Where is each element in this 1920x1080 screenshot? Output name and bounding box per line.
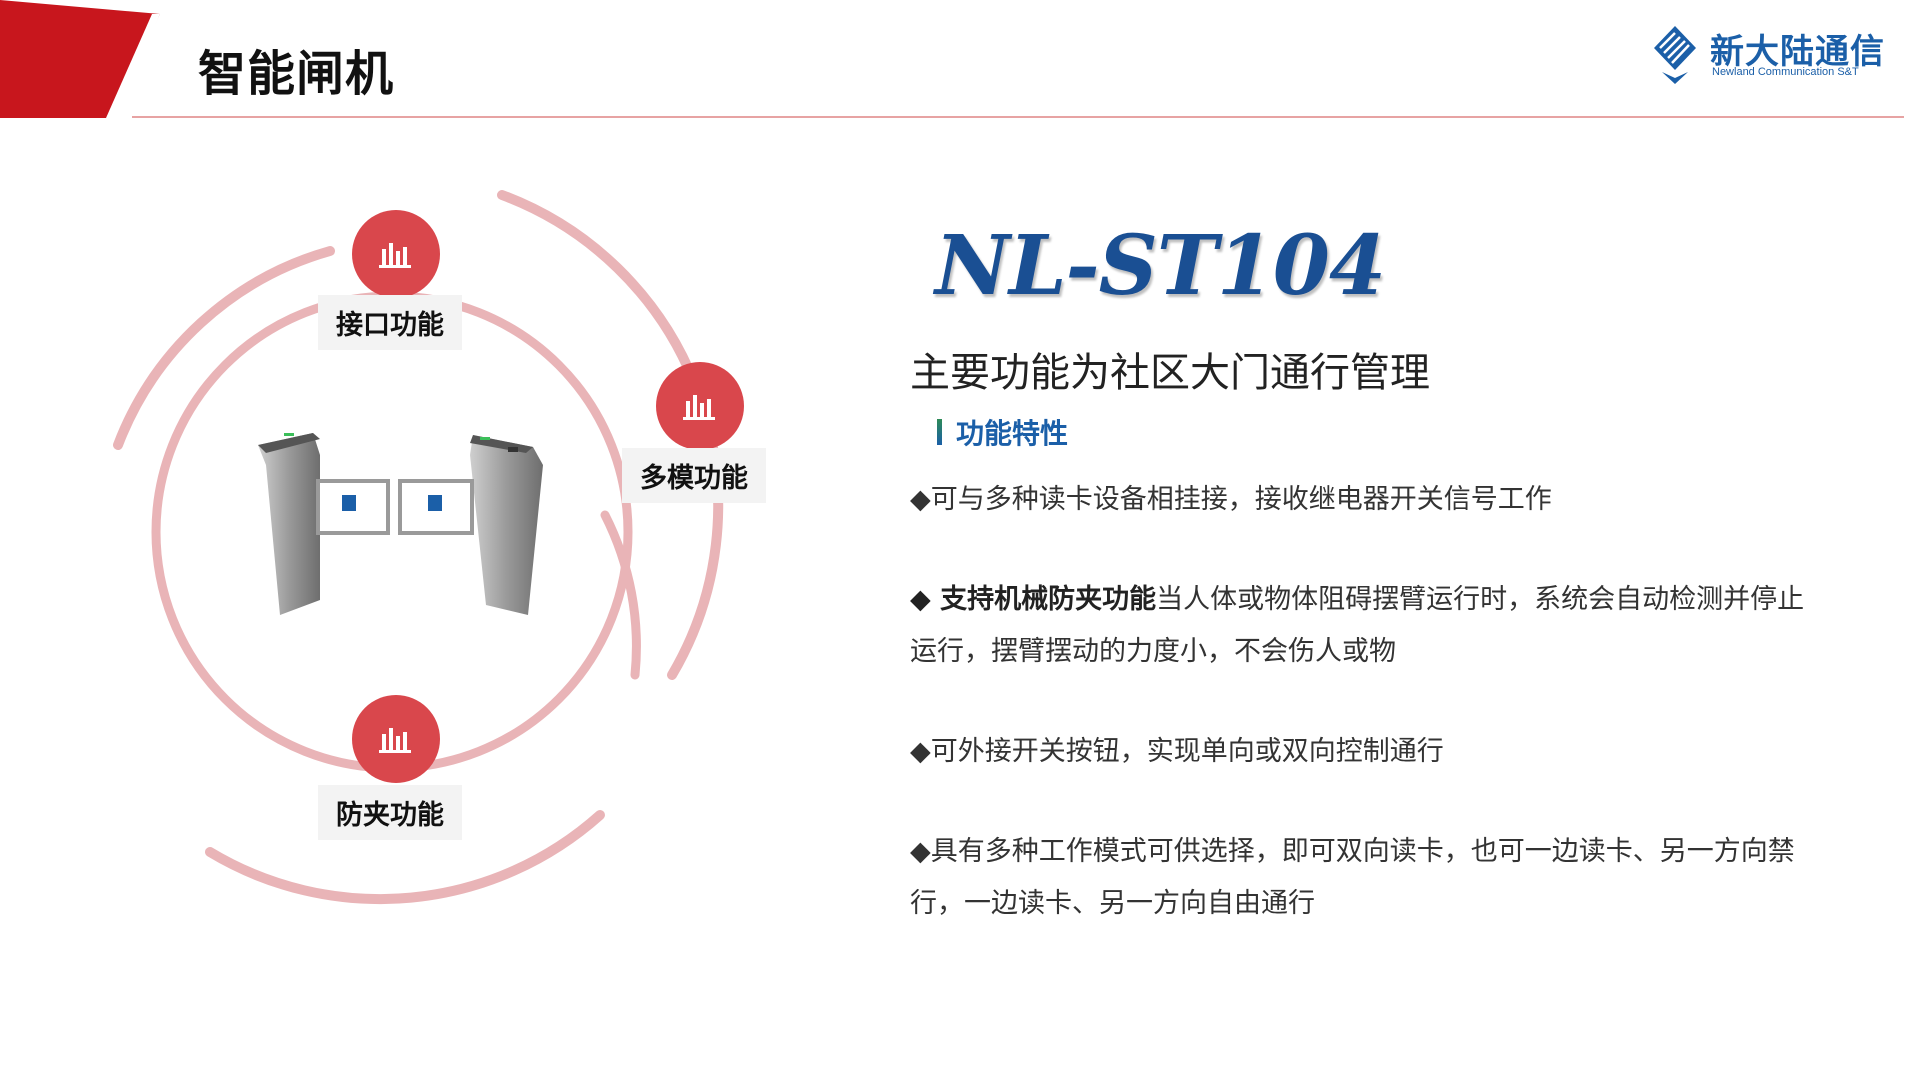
feature-item: ◆可与多种读卡设备相挂接，接收继电器开关信号工作 bbox=[910, 474, 1830, 526]
logo-name: 新大陆通信 bbox=[1710, 32, 1885, 72]
section-tag: 功能特性 bbox=[937, 412, 1068, 452]
node-label-anti-pinch: 防夹功能 bbox=[318, 785, 462, 840]
anti-pinch-feature-icon-circle bbox=[352, 695, 440, 783]
header-accent-shape bbox=[0, 0, 160, 118]
bar-chart-icon bbox=[379, 728, 411, 753]
interface-feature-icon-circle bbox=[352, 210, 440, 298]
page-title: 智能闸机 bbox=[198, 46, 395, 102]
logo-subtitle: Newland Communication S&T bbox=[1712, 66, 1859, 78]
header-divider bbox=[132, 116, 1904, 118]
node-label-interface: 接口功能 bbox=[318, 295, 462, 350]
feature-list: ◆可与多种读卡设备相挂接，接收继电器开关信号工作 ◆ 支持机械防夹功能当人体或物… bbox=[910, 474, 1830, 978]
feature-text: ◆可外接开关按钮，实现单向或双向控制通行 bbox=[910, 736, 1444, 767]
feature-text: ◆可与多种读卡设备相挂接，接收继电器开关信号工作 bbox=[910, 484, 1552, 515]
product-subtitle: 主要功能为社区大门通行管理 bbox=[910, 350, 1430, 396]
bar-chart-icon bbox=[683, 395, 715, 420]
feature-item: ◆ 支持机械防夹功能当人体或物体阻碍摆臂运行时，系统会自动检测并停止运行，摆臂摆… bbox=[910, 574, 1830, 678]
section-tag-bar bbox=[937, 419, 942, 445]
feature-diagram: 接口功能 多模功能 防夹功能 bbox=[100, 175, 780, 915]
feature-text: ◆具有多种工作模式可供选择，即可双向读卡，也可一边读卡、另一方向禁行，一边读卡、… bbox=[910, 836, 1795, 919]
logo-icon bbox=[1654, 26, 1696, 84]
product-model: NL-ST104 bbox=[935, 218, 1386, 314]
turnstile-gate-image bbox=[258, 433, 543, 615]
feature-item: ◆具有多种工作模式可供选择，即可双向读卡，也可一边读卡、另一方向禁行，一边读卡、… bbox=[910, 826, 1830, 930]
section-label: 功能特性 bbox=[956, 417, 1069, 450]
node-label-multimode: 多模功能 bbox=[622, 448, 766, 503]
feature-item: ◆可外接开关按钮，实现单向或双向控制通行 bbox=[910, 726, 1830, 778]
feature-strong-text: ◆ 支持机械防夹功能 bbox=[910, 584, 1157, 615]
multimode-feature-icon-circle bbox=[656, 362, 744, 450]
company-logo: 新大陆通信 Newland Communication S&T bbox=[1650, 22, 1900, 88]
feature-text: 当人体或物体阻碍摆臂运行时，系统会自动检测并停止运行，摆臂摆动的力度小，不会伤人… bbox=[910, 584, 1805, 667]
bar-chart-icon bbox=[379, 243, 411, 268]
